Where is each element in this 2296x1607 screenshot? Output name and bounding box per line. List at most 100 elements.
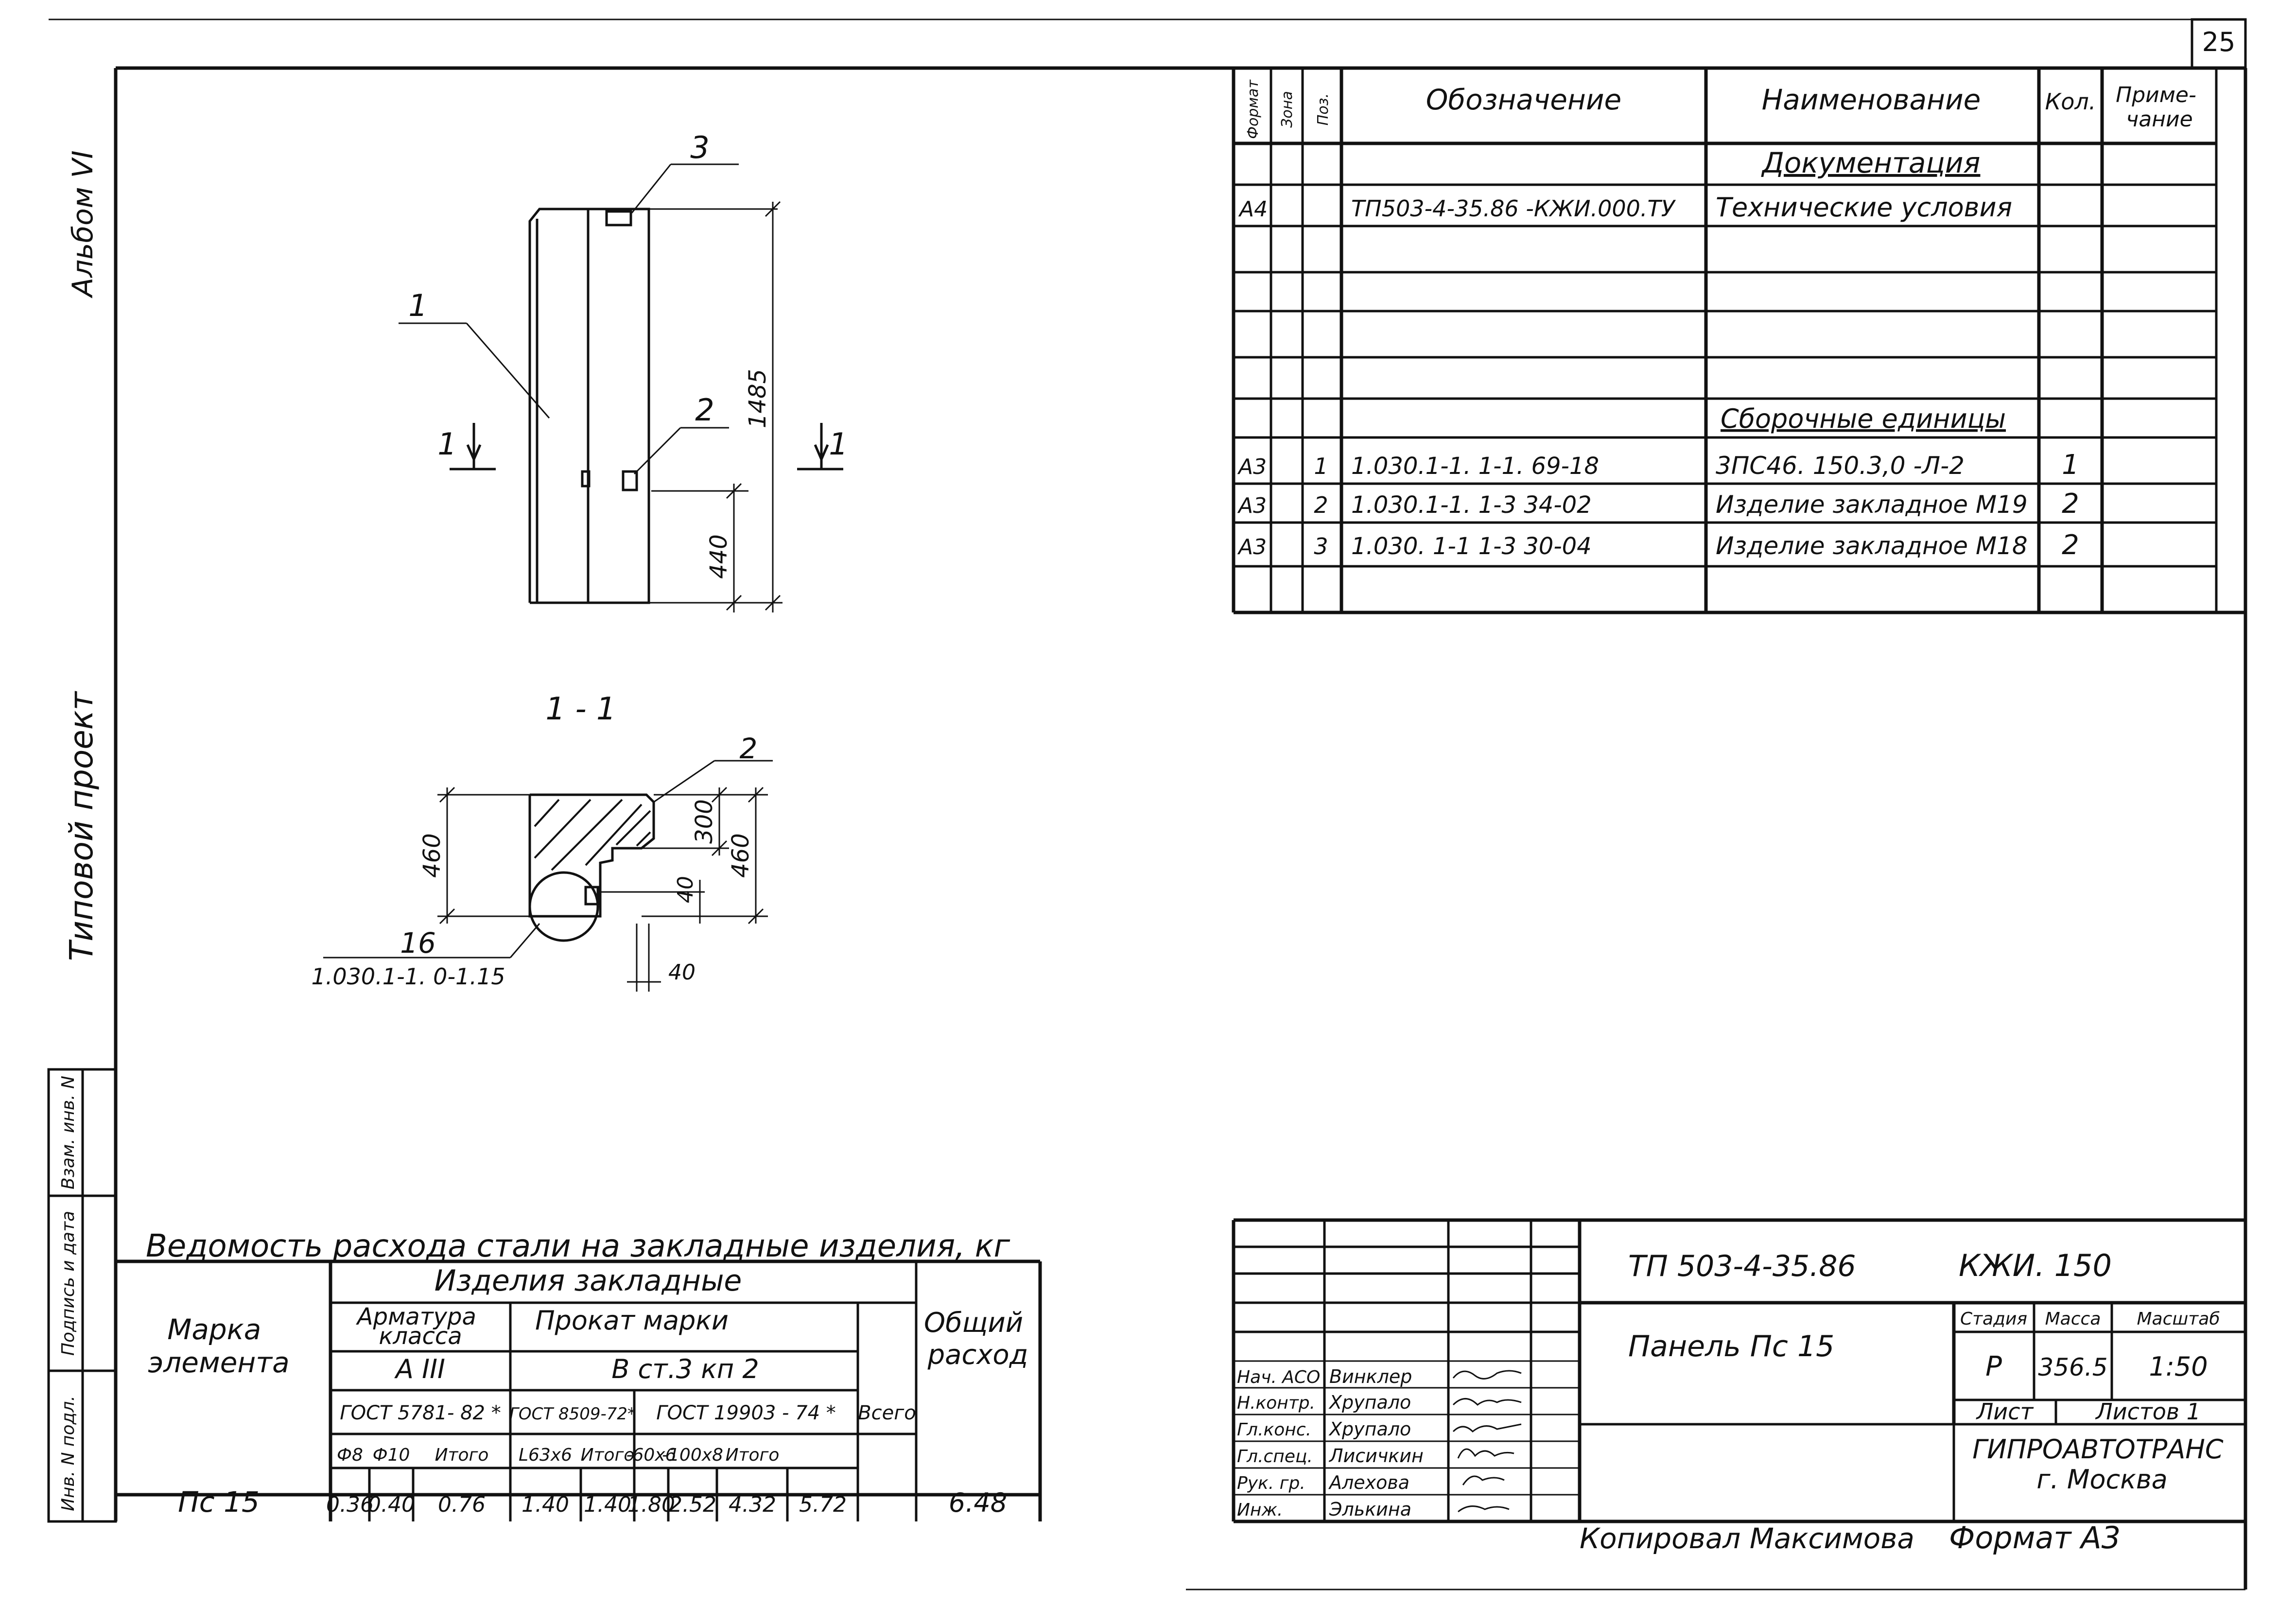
spec-row-name: Изделие закладное М19 (1716, 490, 2028, 519)
steel-row-value: 1.40 (522, 1492, 569, 1517)
tb-person-name: Элькина (1329, 1499, 1411, 1520)
spec-row-designation: 1.030.1-1. 1-1. 69-18 (1351, 453, 1599, 480)
sheet-frame (49, 18, 2247, 1590)
spec-row-qty: 1 (2062, 449, 2079, 481)
tb-person-role: Нач. АСО (1237, 1367, 1320, 1387)
inv-replace-label: Взам. инв. N (58, 1076, 78, 1189)
steel-subheader: Итого (726, 1445, 780, 1465)
section-1-1 (323, 760, 773, 992)
tb-mass: 356.5 (2038, 1353, 2107, 1381)
steel-table-title: Ведомость расхода стали на закладные изд… (146, 1228, 1010, 1264)
section-reference: 1.030.1-1. 0-1.15 (312, 963, 505, 990)
steel-row-value: 4.32 (729, 1492, 776, 1517)
callout-pos3: 3 (690, 130, 709, 165)
tb-header-mass: Масса (2045, 1309, 2101, 1329)
section-callout-16: 16 (400, 926, 436, 960)
tb-header-stage: Стадия (1960, 1309, 2027, 1329)
steel-row-value: 2.52 (669, 1492, 716, 1517)
spec-row-format: А3 (1237, 535, 1267, 559)
steel-subheader: Ф8 (337, 1445, 363, 1465)
title-block-grid (1232, 1218, 2245, 1523)
dim-height: 1485 (744, 369, 771, 428)
steel-header-rebar: Арматура класса (356, 1303, 484, 1350)
tb-org: ГИПРОАВТОТРАНС г. Москва (1972, 1434, 2232, 1495)
spec-doc-designation: ТП503-4-35.86 -КЖИ.000.ТУ (1351, 195, 1676, 222)
spec-header-pos: Поз. (1315, 93, 1332, 125)
spec-row-qty: 2 (2062, 488, 2079, 520)
tb-person-name: Хрупало (1328, 1392, 1411, 1413)
spec-row-pos: 2 (1314, 492, 1328, 518)
steel-row-mark: Пс 15 (178, 1485, 260, 1519)
tb-person-role: Рук. гр. (1237, 1473, 1305, 1493)
dim-section-300: 300 (691, 799, 718, 844)
steel-row-value: 0.76 (438, 1492, 486, 1517)
spec-header-name: Наименование (1762, 83, 1981, 116)
spec-header-designation: Обозначение (1426, 83, 1621, 116)
tb-header-scale: Масштаб (2137, 1309, 2220, 1329)
steel-header-rolled: Прокат марки (535, 1305, 729, 1336)
steel-header-total: Всего (858, 1402, 916, 1424)
dim-section-40v: 40 (673, 876, 698, 903)
tb-stage: Р (1985, 1351, 2002, 1382)
steel-row-value: 1.40 (584, 1492, 631, 1517)
inv-orig-label: Инв. N подл. (58, 1396, 78, 1511)
spec-doc-name: Технические условия (1716, 192, 2012, 223)
footer-format: Формат А3 (1949, 1520, 2121, 1555)
steel-subheader: L63х6 (519, 1445, 572, 1465)
dim-section-right: 460 (727, 833, 754, 878)
steel-header-gost3: ГОСТ 19903 - 74 * (656, 1402, 836, 1424)
tb-person-role: Гл.конс. (1237, 1420, 1311, 1440)
signature-scribbles (1452, 1370, 1522, 1513)
steel-table-grid (116, 1259, 1042, 1521)
callout-pos1: 1 (408, 288, 427, 323)
steel-subheader: Итого (581, 1445, 635, 1465)
steel-subheader: -100х8 (662, 1445, 723, 1465)
signature-date-label: Подпись и дата (58, 1211, 78, 1356)
spec-row-format: А3 (1237, 493, 1267, 518)
spec-row-pos: 3 (1314, 533, 1328, 559)
spec-row-designation: 1.030.1-1. 1-3 34-02 (1351, 491, 1592, 519)
spec-header-note: Приме- чание (2116, 83, 2203, 132)
spec-header-zone: Зона (1279, 91, 1296, 128)
steel-subheader: Итого (435, 1445, 489, 1465)
spec-header-qty: Кол. (2045, 88, 2096, 115)
tb-sheet: Лист (1976, 1398, 2034, 1425)
tb-person-role: Н.контр. (1237, 1393, 1315, 1413)
steel-row-value: 6.48 (949, 1487, 1007, 1518)
spec-section-docs: Документация (1761, 146, 1981, 179)
section-callout-pos2: 2 (740, 732, 758, 765)
steel-header-rolled-grade: В ст.3 кп 2 (611, 1354, 759, 1384)
dim-section-left: 460 (418, 833, 446, 878)
tb-person-name: Алехова (1328, 1472, 1409, 1493)
spec-row-name: 3ПС46. 150.3,0 -Л-2 (1716, 452, 1965, 480)
spec-header-format: Формат (1245, 79, 1262, 139)
steel-header-gost1: ГОСТ 5781- 82 * (340, 1402, 501, 1424)
tb-person-role: Инж. (1237, 1500, 1283, 1520)
tb-sheets: Листов 1 (2095, 1398, 2201, 1425)
callout-pos2: 2 (695, 392, 714, 428)
tb-name: Панель Пс 15 (1628, 1329, 1834, 1363)
steel-header-mark: Марка элемента (148, 1313, 289, 1379)
steel-row-value: 5.72 (799, 1492, 847, 1517)
tb-mark: КЖИ. 150 (1959, 1248, 2112, 1283)
tb-person-name: Лисичкин (1328, 1445, 1424, 1467)
spec-row-designation: 1.030. 1-1 1-3 30-04 (1351, 533, 1592, 560)
steel-row-value: 0.36 (326, 1492, 374, 1517)
steel-subheader: Ф10 (373, 1445, 410, 1465)
spec-section-units: Сборочные единицы (1721, 403, 2006, 434)
cut-mark-left: 1 (437, 426, 456, 462)
steel-header-rebar-class: А III (394, 1354, 445, 1384)
spec-row-pos: 1 (1314, 453, 1328, 479)
album-label: Альбом VI (66, 150, 99, 298)
section-title: 1 - 1 (545, 691, 616, 727)
dim-lower: 440 (705, 534, 732, 579)
spec-table-grid (1232, 68, 2245, 614)
steel-header-items: Изделия закладные (435, 1264, 742, 1298)
steel-header-common: Общий расход (924, 1307, 1032, 1371)
steel-header-gost2: ГОСТ 8509-72* (509, 1404, 636, 1424)
margin-stamp-boxes (47, 1068, 117, 1523)
tb-person-name: Хрупало (1328, 1418, 1411, 1440)
